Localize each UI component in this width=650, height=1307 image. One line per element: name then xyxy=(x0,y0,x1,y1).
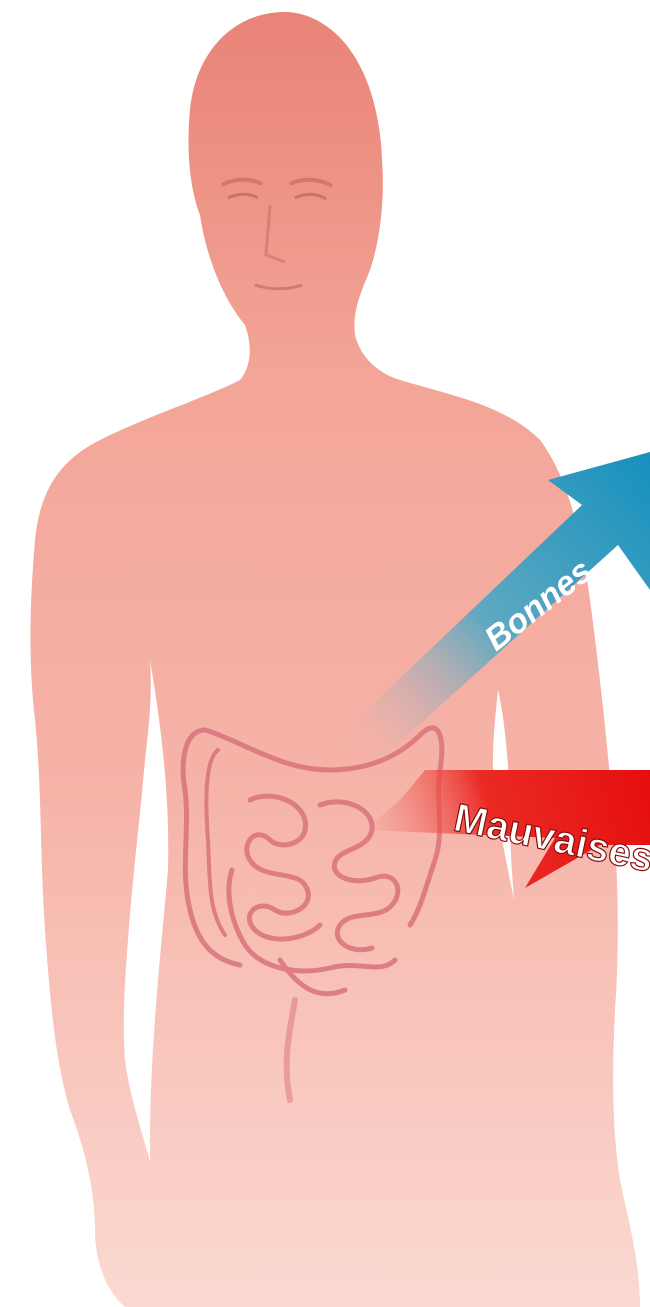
body-silhouette xyxy=(30,12,640,1307)
